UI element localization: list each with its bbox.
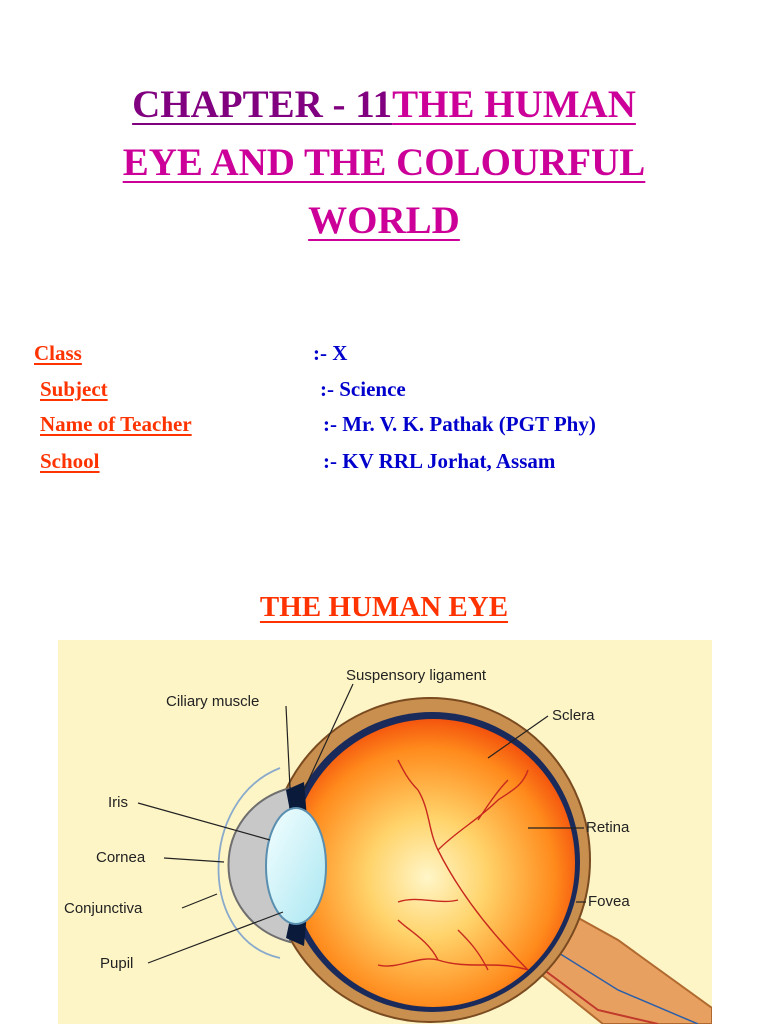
lens-shape [265,807,327,925]
title-line-2: EYE AND THE COLOURFUL [122,141,646,184]
chapter-number: CHAPTER - 11 [132,83,393,126]
label-ciliary-muscle: Ciliary muscle [166,693,259,710]
eye-diagram-svg: Suspensory ligament Ciliary muscle Scler… [64,667,712,1024]
label-pupil: Pupil [100,955,133,972]
leader-lines [137,683,586,964]
info-label-teacher: Name of Teacher [40,412,192,436]
title-line-1: THE HUMAN [392,83,636,126]
info-value-teacher: :- Mr. V. K. Pathak (PGT Phy) [323,412,596,436]
info-value-class: :- X [313,341,348,365]
info-label-school: School [40,449,100,473]
label-cornea: Cornea [96,849,146,866]
info-label-class: Class [34,341,82,365]
conjunctiva-shape [217,767,281,959]
label-iris: Iris [108,794,128,811]
section-title: THE HUMAN EYE [259,591,509,623]
label-sclera: Sclera [552,707,595,724]
label-conjunctiva: Conjunctiva [64,900,143,917]
eye-diagram: Suspensory ligament Ciliary muscle Scler… [58,640,712,1024]
info-value-school: :- KV RRL Jorhat, Assam [323,449,556,473]
retina-layer [291,719,575,1007]
title-line-3: WORLD [308,199,460,242]
chapter-title: CHAPTER - 11THE HUMAN EYE AND THE COLOUR… [0,76,768,250]
label-suspensory-ligament: Suspensory ligament [346,667,487,684]
label-fovea: Fovea [588,893,630,910]
retinal-blood-vessels [377,759,529,971]
info-label-subject: Subject [40,377,108,401]
info-value-subject: :- Science [320,377,406,401]
label-retina: Retina [586,819,630,836]
